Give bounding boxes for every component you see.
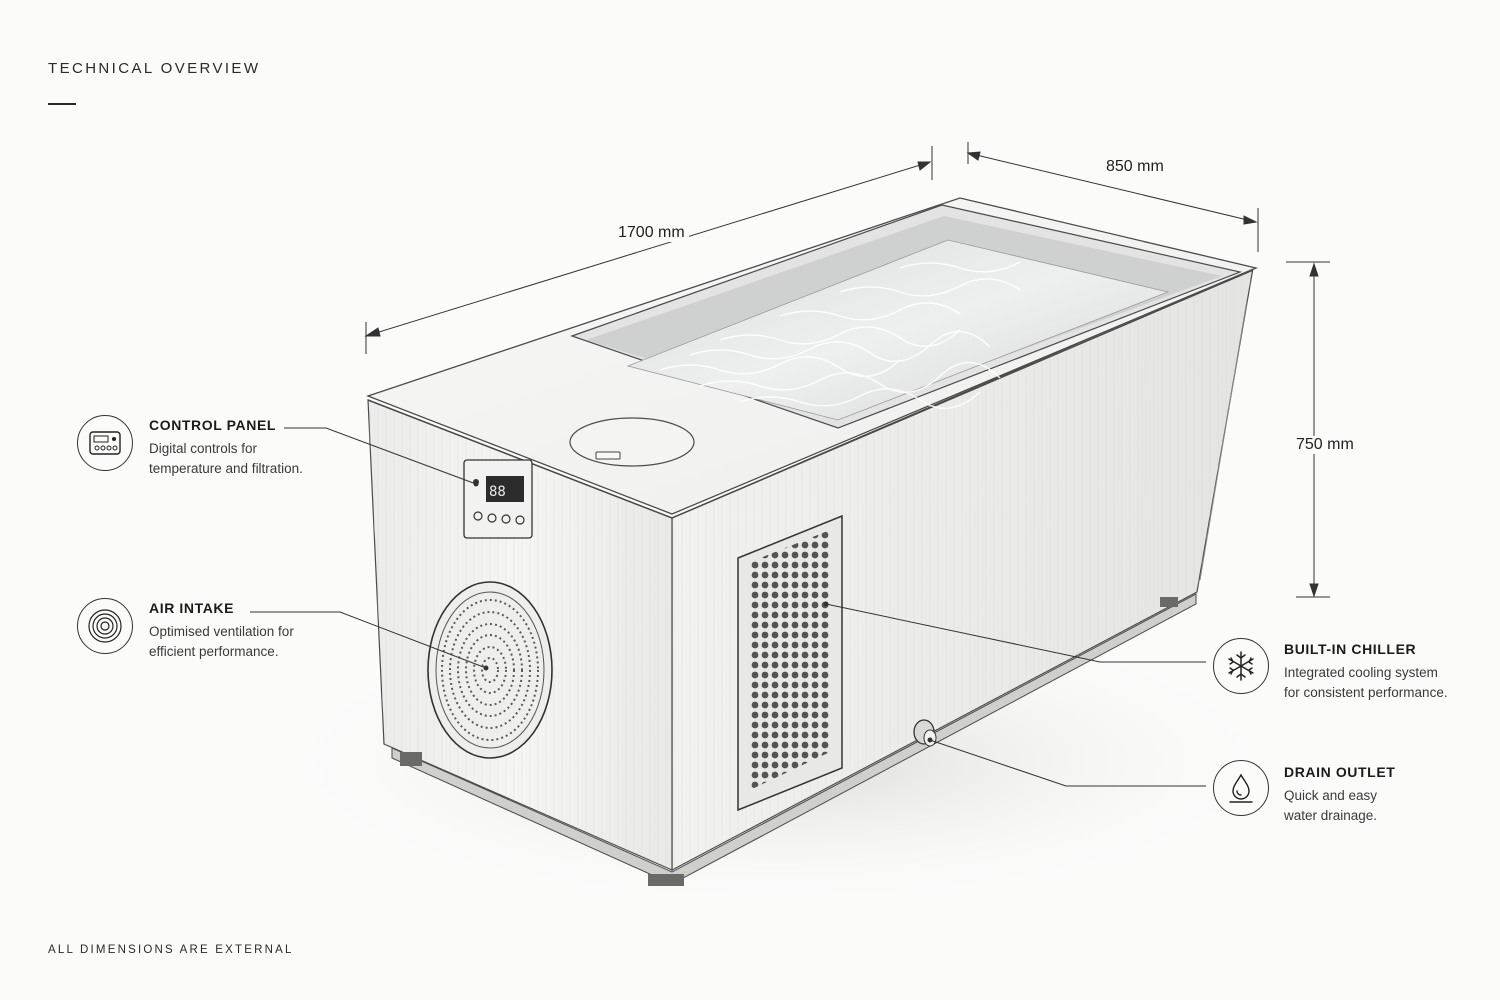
water-surface (626, 239, 1170, 421)
callout-title: CONTROL PANEL (149, 417, 277, 433)
callout-line: Digital controls for (149, 441, 258, 456)
control-panel-icon (77, 415, 133, 471)
callout-line: efficient performance. (149, 644, 279, 659)
callout-built-in-chiller: BUILT-IN CHILLER Integrated cooling syst… (1284, 641, 1494, 703)
tub-base (391, 593, 1197, 885)
callout-title: DRAIN OUTLET (1284, 764, 1396, 780)
callout-line: Quick and easy (1284, 788, 1378, 803)
air-intake-grille (427, 581, 553, 759)
filter-cover (569, 417, 695, 467)
callout-line: temperature and filtration. (149, 461, 303, 476)
snowflake-icon (1213, 638, 1269, 694)
dimension-lines (364, 142, 1330, 598)
callout-title: BUILT-IN CHILLER (1284, 641, 1417, 657)
water-drop-icon (1213, 760, 1269, 816)
callout-air-intake: AIR INTAKE Optimised ventilation for eff… (149, 600, 389, 662)
callout-drain-outlet: DRAIN OUTLET Quick and easy water draina… (1284, 764, 1484, 826)
callout-line: for consistent performance. (1284, 685, 1448, 700)
title-underline (48, 103, 76, 105)
control-panel-graphic: 88 (463, 459, 533, 539)
leader-lines (250, 427, 1206, 787)
svg-text:88: 88 (489, 484, 506, 500)
callout-line: Optimised ventilation for (149, 624, 294, 639)
callout-line: water drainage. (1284, 808, 1378, 823)
air-intake-icon (77, 598, 133, 654)
page-title: TECHNICAL OVERVIEW (48, 60, 261, 77)
callout-control-panel: CONTROL PANEL Digital controls for tempe… (149, 417, 389, 479)
callout-line: Integrated cooling system (1284, 665, 1438, 680)
width-dimension-label: 850 mm (1102, 158, 1168, 176)
chiller-vent (737, 514, 843, 812)
callout-title: AIR INTAKE (149, 600, 235, 616)
height-dimension-label: 750 mm (1292, 436, 1358, 454)
length-dimension-label: 1700 mm (614, 224, 689, 242)
footnote: ALL DIMENSIONS ARE EXTERNAL (48, 944, 294, 956)
